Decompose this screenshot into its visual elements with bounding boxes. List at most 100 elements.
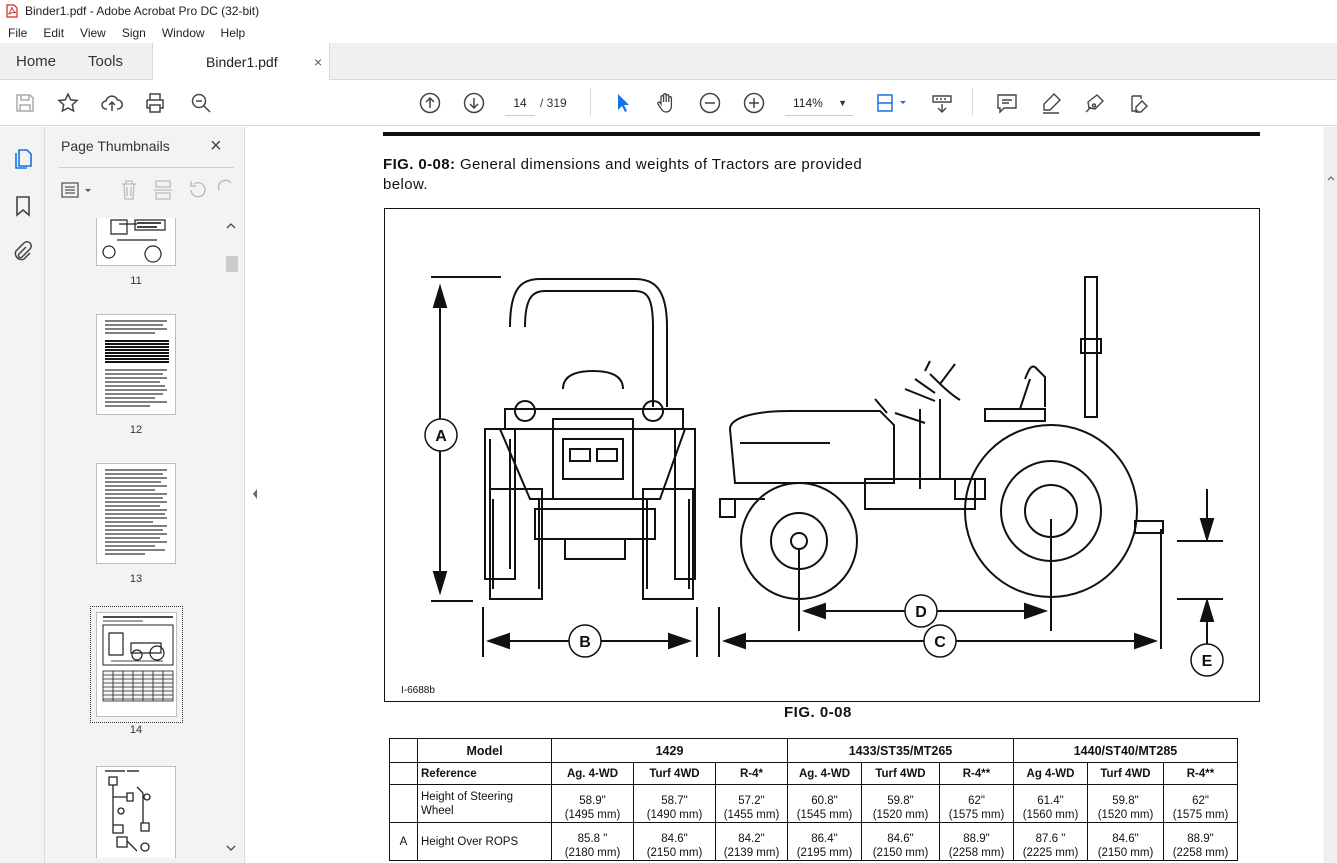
collapse-panel-icon[interactable] — [250, 487, 260, 501]
tab-close-icon[interactable]: × — [314, 54, 323, 70]
zoom-level-select[interactable]: 114% ▼ — [785, 90, 853, 116]
thumbnail-selection-frame — [90, 606, 183, 723]
thumbnail-page-15[interactable] — [96, 766, 176, 858]
zoom-out-icon[interactable] — [698, 91, 722, 115]
scrollbar-thumb[interactable] — [226, 256, 238, 272]
thumbnail-options-icon[interactable] — [61, 181, 95, 199]
page-fit-icon[interactable] — [875, 91, 911, 115]
table-cell-mm: (1575 mm) — [948, 809, 1005, 821]
dimension-label-d: D — [915, 604, 927, 621]
table-cell-inches: 60.8" — [811, 795, 838, 807]
attachments-paperclip-icon[interactable] — [11, 240, 35, 264]
table-cell-mm: (1575 mm) — [1172, 809, 1229, 821]
table-cell-inches: 57.2" — [738, 795, 765, 807]
thumbnail-page-13[interactable] — [96, 463, 176, 564]
zoom-search-icon[interactable] — [189, 91, 213, 115]
thumbnail-page-11[interactable] — [96, 218, 176, 266]
next-page-icon[interactable] — [462, 91, 486, 115]
table-cell-inches: 85.8 " — [577, 833, 608, 845]
print-icon[interactable] — [143, 91, 167, 115]
highlight-pen-icon[interactable] — [1039, 91, 1063, 115]
table-cell-inches: 59.8" — [1112, 795, 1139, 807]
menu-sign[interactable]: Sign — [121, 25, 146, 40]
cloud-upload-icon[interactable] — [100, 91, 124, 115]
rotate-left-icon[interactable] — [187, 179, 207, 201]
table-cell: 57.2"(1455 mm) — [715, 784, 788, 823]
close-icon[interactable]: × — [210, 135, 222, 157]
zoom-level-value: 114% — [793, 96, 823, 110]
table-cell-mm: (2150 mm) — [872, 847, 929, 859]
page-thumbnails-icon[interactable] — [11, 147, 35, 171]
delete-trash-icon[interactable] — [119, 179, 139, 201]
menu-file[interactable]: File — [8, 25, 28, 40]
dimension-label-a: A — [435, 428, 447, 445]
table-cell-inches: 84.6" — [1112, 833, 1139, 845]
table-cell: 59.8"(1520 mm) — [1087, 784, 1164, 823]
sign-pen-icon[interactable] — [1083, 91, 1107, 115]
table-cell-mm: (2258 mm) — [948, 847, 1005, 859]
insert-page-icon[interactable] — [153, 179, 173, 201]
tab-document[interactable]: Binder1.pdf × — [152, 43, 330, 81]
pdf-page: FIG. 0-08: General dimensions and weight… — [264, 127, 1324, 863]
table-cell: 86.4"(2195 mm) — [787, 822, 862, 861]
table-cell: 61.4"(1560 mm) — [1013, 784, 1088, 823]
table-cell: 62"(1575 mm) — [939, 784, 1014, 823]
hand-tool-icon[interactable] — [654, 91, 678, 115]
zoom-in-icon[interactable] — [742, 91, 766, 115]
menu-edit[interactable]: Edit — [43, 25, 65, 40]
star-bookmark-icon[interactable] — [56, 91, 80, 115]
thumbnail-label: 13 — [129, 573, 143, 585]
page-number-input[interactable]: 14 — [505, 90, 535, 116]
previous-page-icon[interactable] — [418, 91, 442, 115]
figure-id: I-6688b — [401, 685, 435, 696]
dimension-label-e: E — [1202, 653, 1213, 670]
menu-view[interactable]: View — [80, 25, 106, 40]
document-scrollbar[interactable] — [1325, 127, 1337, 863]
chevron-down-icon: ▼ — [838, 98, 847, 108]
table-cell-mm: (2150 mm) — [1097, 847, 1154, 859]
thumbnail-label: 11 — [130, 275, 142, 287]
thumbnail-page-14-selected[interactable] — [96, 612, 177, 717]
edit-pdf-icon[interactable] — [1127, 91, 1151, 115]
table-cell-inches: 59.8" — [887, 795, 914, 807]
panel-toolbar — [59, 179, 234, 201]
table-row-key — [389, 784, 418, 823]
table-cell: 60.8" (1545 mm) — [787, 784, 862, 823]
table-cell: 84.6"(2150 mm) — [633, 822, 716, 861]
table-cell: 84.6"(2150 mm) — [861, 822, 940, 861]
menu-window[interactable]: Window — [161, 25, 205, 40]
table-cell: 59.8"(1520 mm) — [861, 784, 940, 823]
bookmarks-icon[interactable] — [11, 194, 35, 218]
save-icon[interactable] — [13, 91, 37, 115]
table-header-model-group: 1433/ST35/MT265 — [787, 738, 1014, 763]
table-cell — [389, 738, 418, 763]
table-cell-mm: (1545 mm) — [796, 809, 853, 821]
main-toolbar — [0, 80, 1337, 126]
scroll-mode-icon[interactable] — [930, 91, 954, 115]
thumbnail-list: 11 12 13 — [45, 218, 225, 858]
table-cell-mm: (2139 mm) — [723, 847, 780, 859]
table-row-label: Height of Steering Wheel — [417, 784, 552, 823]
table-column-header: Turf 4WD — [1087, 762, 1164, 785]
table-cell-mm: (2180 mm) — [564, 847, 621, 859]
tab-home[interactable]: Home — [16, 53, 57, 70]
table-cell — [389, 762, 418, 785]
thumbnail-scrollbar[interactable] — [224, 218, 238, 858]
tab-bar: Home Tools Binder1.pdf × — [0, 43, 1337, 81]
window-title-bar: Binder1.pdf - Adobe Acrobat Pro DC (32-b… — [0, 0, 1337, 22]
chevron-down-icon[interactable] — [226, 844, 236, 852]
table-header-model-group: 1440/ST40/MT285 — [1013, 738, 1238, 763]
comment-icon[interactable] — [995, 91, 1019, 115]
chevron-up-icon[interactable] — [226, 222, 236, 230]
tab-tools[interactable]: Tools — [88, 53, 124, 70]
table-cell: 84.6" (2150 mm) — [1087, 822, 1164, 861]
thumbnail-page-12[interactable] — [96, 314, 176, 415]
menu-help[interactable]: Help — [220, 25, 246, 40]
page-thumbnails-panel: Page Thumbnails × 11 12 — [45, 127, 245, 863]
rotate-right-icon[interactable] — [217, 179, 233, 201]
thumbnail-label: 12 — [129, 424, 143, 436]
chevron-up-icon[interactable] — [1327, 175, 1335, 181]
tab-document-label: Binder1.pdf — [206, 54, 278, 70]
select-cursor-icon[interactable] — [610, 91, 634, 115]
